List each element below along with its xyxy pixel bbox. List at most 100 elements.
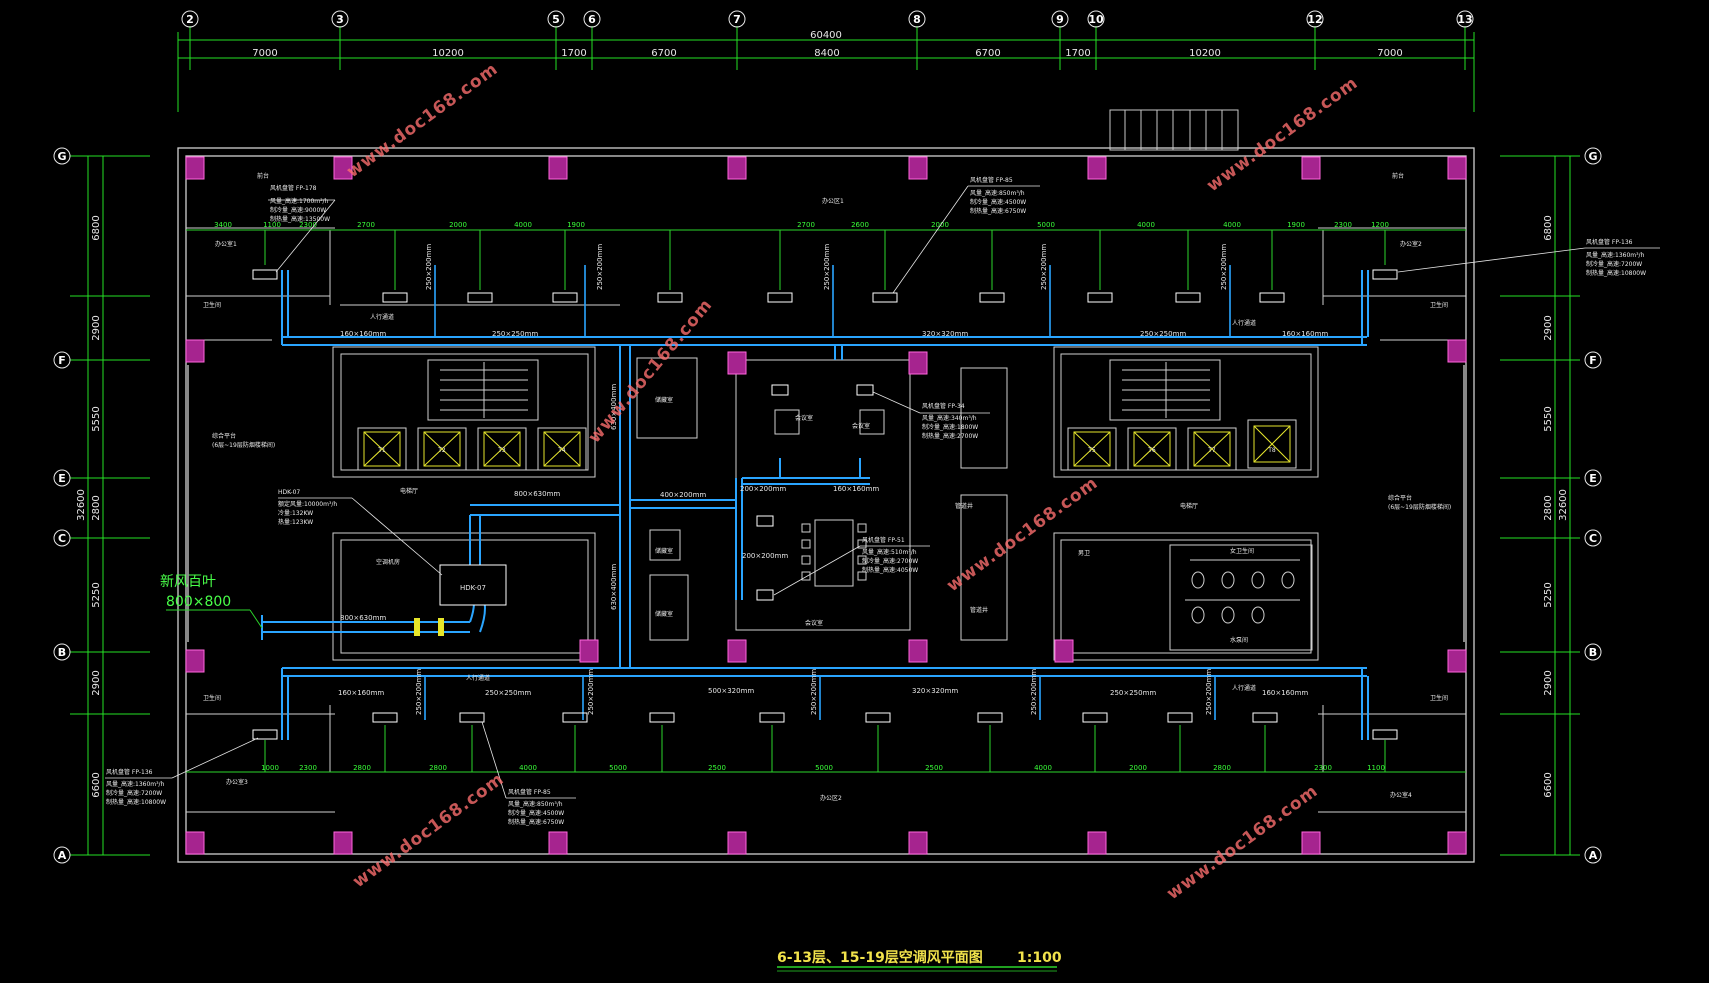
room-labels: 前台 前台 办公区1 办公室1 办公室2 办公室3 办公室4 办公区2 卫生间 …	[203, 172, 1451, 802]
top-axis-labels: 2 3 5 6 7 8 9 10 12 13	[186, 13, 1472, 26]
span-dim: 6800	[91, 215, 102, 240]
duct-size-label: 250×250mm	[1110, 689, 1156, 697]
duct-size-label: 630×400mm	[610, 384, 618, 430]
watermark-text: www.doc168.com	[343, 59, 502, 182]
span-dim: 2800	[1543, 495, 1554, 520]
duct-span-dim: 1100	[263, 221, 281, 229]
unit-spec: 制冷量_高速:4500W	[508, 809, 564, 817]
room-label: 办公室4	[1390, 791, 1412, 799]
duct-span-dim: 1000	[261, 764, 279, 772]
axis-label-side: G	[1588, 150, 1597, 163]
span-dim: 5250	[1543, 582, 1554, 607]
axis-label-top: 3	[336, 13, 344, 26]
unit-spec: 风量_高速:510m³/h	[862, 548, 917, 556]
duct-span-dim: 1900	[1287, 221, 1305, 229]
fresh-air-size: 800×800	[166, 594, 231, 610]
unit-name: HDK-07	[278, 489, 300, 496]
lower-span-dim-labels: 1000 2300 2800 2800 4000 5000 2500 5000 …	[261, 764, 1385, 772]
span-dim: 5550	[1543, 406, 1554, 431]
duct-span-dim: 4000	[519, 764, 537, 772]
unit-spec: 风量_高速:850m³/h	[508, 800, 563, 808]
room-label: 水泵间	[1230, 636, 1248, 644]
room-label: (6层~19层防烟楼梯间)	[212, 441, 275, 449]
span-dim: 2800	[91, 495, 102, 520]
duct-span-dim: 1200	[1371, 221, 1389, 229]
watermark-text: www.doc168.com	[1203, 73, 1362, 196]
overall-height-dim: 32600	[76, 489, 87, 521]
right-span-dims: 6800 2900 5550 2800 5250 2900 6600 32600	[1543, 215, 1569, 797]
unit-name: 风机盘管 FP-178	[270, 184, 317, 192]
room-label: 综合平台	[212, 432, 236, 440]
axis-label-top: 13	[1457, 13, 1472, 26]
room-label: 卫生间	[1430, 301, 1448, 309]
watermark-text: www.doc168.com	[1163, 781, 1322, 904]
duct-size-label: 800×630mm	[514, 490, 560, 498]
room-label: 前台	[1392, 172, 1404, 180]
left-span-dims: 6800 2900 5550 2800 5250 2900 6600 32600	[76, 215, 102, 797]
axis-label-top: 6	[588, 13, 596, 26]
callout-fp136-right: 风机盘管 FP-136 风量_高速:1360m³/h 制冷量_高速:7200W …	[1586, 238, 1646, 277]
unit-name: 风机盘管 FP-85	[970, 176, 1013, 184]
room-label: 办公室3	[226, 778, 248, 786]
callout-fp85-lower: 风机盘管 FP-85 风量_高速:850m³/h 制冷量_高速:4500W 制热…	[508, 788, 564, 826]
elevators-left	[357, 427, 587, 471]
unit-spec: 额定风量:10000m³/h	[278, 500, 337, 508]
duct-span-dim: 5000	[1037, 221, 1055, 229]
elevators-right	[1067, 419, 1297, 471]
overall-height-dim: 32600	[1558, 489, 1569, 521]
unit-spec: 冷量:132KW	[278, 509, 313, 517]
duct-size-label: 250×200mm	[1205, 669, 1213, 715]
span-dim: 6600	[91, 772, 102, 797]
elevator-car	[417, 427, 467, 471]
duct-size-label: 800×630mm	[340, 614, 386, 622]
elevator-label: T5	[1087, 447, 1096, 454]
duct-size-label: 250×250mm	[485, 689, 531, 697]
axis-label-top: 5	[552, 13, 560, 26]
top-dimension-system	[177, 26, 1475, 112]
fan-coils-core	[756, 384, 874, 601]
callout-fp51: 风机盘管 FP-51 风量_高速:510m³/h 制冷量_高速:2700W 制热…	[862, 536, 918, 574]
room-label: 储藏室	[655, 610, 673, 618]
room-label: 人行通道	[466, 674, 490, 682]
duct-size-label: 160×160mm	[340, 330, 386, 338]
unit-spec: 风量_高速:1360m³/h	[1586, 251, 1645, 259]
duct-span-dim: 5000	[815, 764, 833, 772]
duct-size-label: 250×200mm	[1030, 669, 1038, 715]
duct-span-dim: 1900	[567, 221, 585, 229]
side-axis-labels: G F E C B A G F E C B A	[57, 150, 1597, 862]
duct-size-label: 200×200mm	[740, 485, 786, 493]
span-dim: 2900	[91, 670, 102, 695]
duct-size-label: 250×200mm	[415, 669, 423, 715]
unit-name: 风机盘管 FP-34	[922, 402, 965, 410]
room-label: 管道井	[955, 502, 973, 510]
right-dimension-system	[1500, 155, 1580, 856]
side-axis-bubbles	[53, 147, 1602, 864]
duct-span-dim: 2800	[1213, 764, 1231, 772]
span-dim: 7000	[1377, 48, 1402, 59]
duct-size-label: 400×200mm	[660, 491, 706, 499]
duct-size-label: 250×250mm	[492, 330, 538, 338]
watermark-text: www.doc168.com	[349, 769, 508, 892]
duct-size-label: 320×320mm	[922, 330, 968, 338]
axis-label-side: E	[1589, 472, 1597, 485]
span-dim: 10200	[1189, 48, 1221, 59]
top-axis-bubbles	[181, 10, 1474, 28]
duct-main	[281, 270, 1369, 740]
unit-spec: 制热量_高速:6750W	[508, 818, 564, 826]
stair-left	[427, 359, 539, 421]
axis-label-top: 12	[1307, 13, 1322, 26]
axis-label-top: 8	[913, 13, 921, 26]
callout-hdk07: HDK-07 额定风量:10000m³/h 冷量:132KW 热量:123KW	[278, 489, 337, 526]
top-span-dims: 7000 10200 1700 6700 8400 6700 1700 1020…	[252, 48, 1402, 59]
room-label: 电梯厅	[400, 487, 418, 495]
elevator-label: T8	[1267, 447, 1276, 454]
duct-size-label: 160×160mm	[1282, 330, 1328, 338]
room-label: 人行通道	[370, 313, 394, 321]
unit-spec: 制冷量_高速:7200W	[1586, 260, 1642, 268]
upper-span-dim-labels: 3400 1100 2300 2700 2000 4000 1900 2700 …	[214, 221, 1389, 229]
room-label: 办公室2	[1400, 240, 1422, 248]
duct-size-labels: 160×160mm 250×250mm 320×320mm 250×250mm …	[338, 244, 1328, 715]
callout-fp34: 风机盘管 FP-34 风量_高速:340m³/h 制冷量_高速:1800W 制热…	[922, 402, 978, 440]
axis-label-top: 10	[1088, 13, 1104, 26]
